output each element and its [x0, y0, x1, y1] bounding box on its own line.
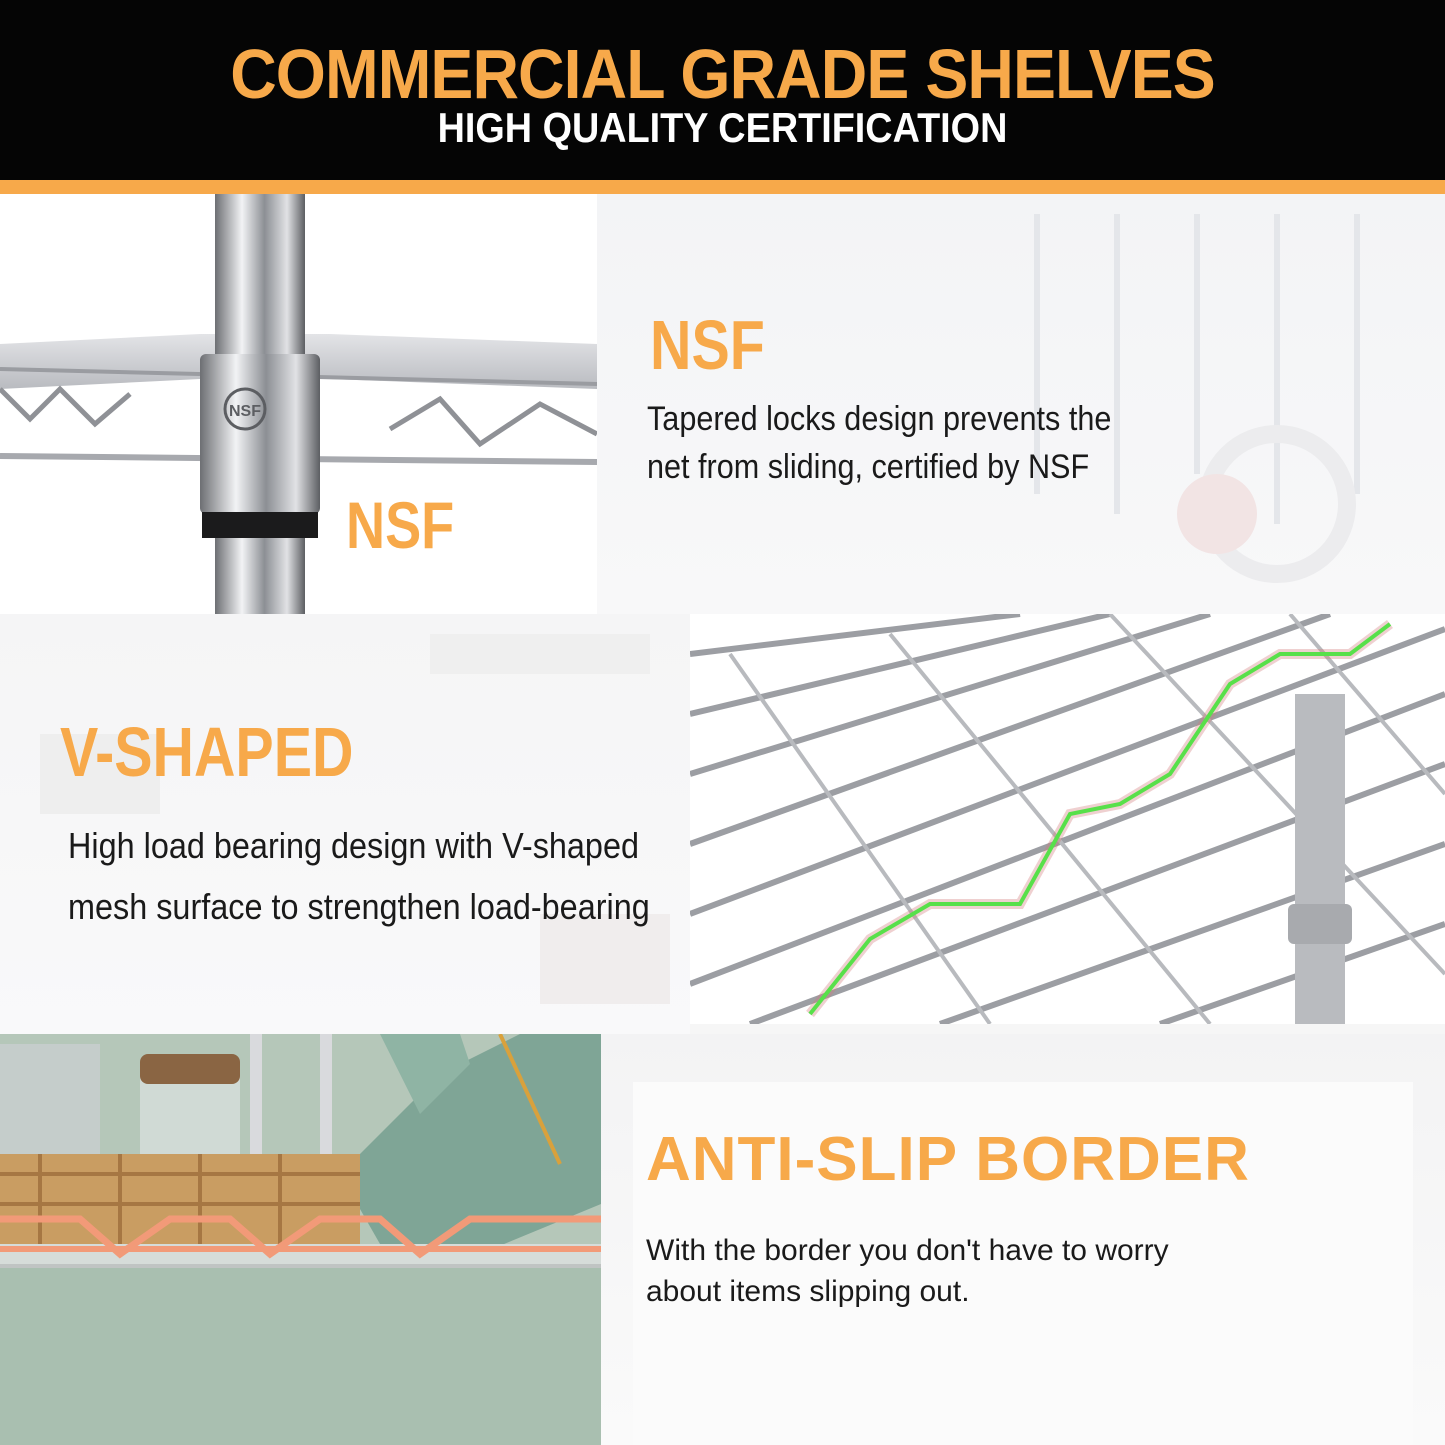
v-shaped-photo	[690, 614, 1445, 1024]
anti-slip-border-highlight	[0, 1215, 601, 1259]
nsf-description-line-2: net from sliding, certified by NSF	[647, 448, 1090, 486]
anti-slip-description-line-1: With the border you don't have to worry	[646, 1234, 1169, 1267]
page-title: COMMERCIAL GRADE SHELVES	[230, 35, 1215, 113]
anti-slip-description-line-2: about items slipping out.	[646, 1275, 970, 1308]
chrome-pole-illustration: NSF	[0, 194, 597, 614]
nsf-photo-label: NSF	[346, 488, 455, 562]
v-shaped-description-line-2: mesh surface to strengthen load-bearing	[68, 886, 650, 927]
wire-mesh-illustration	[690, 614, 1445, 1024]
anti-slip-photo	[0, 1034, 601, 1445]
anti-slip-heading: ANTI-SLIP BORDER	[646, 1125, 1250, 1194]
nsf-stamp: NSF	[229, 403, 261, 420]
nsf-heading: NSF	[650, 306, 765, 384]
v-shape-highlight	[808, 622, 1392, 1016]
nsf-background	[597, 194, 1445, 614]
v-shaped-background	[0, 614, 690, 1034]
header-banner	[0, 0, 1445, 180]
blurred-kitchen-backdrop	[40, 634, 670, 1004]
nsf-photo: NSF NSF	[0, 194, 597, 614]
page-subtitle: HIGH QUALITY CERTIFICATION	[437, 104, 1008, 151]
header-accent-bar	[0, 180, 1445, 194]
pegboard-tools-backdrop	[1034, 214, 1360, 583]
nsf-description-line-1: Tapered locks design prevents the	[647, 400, 1112, 438]
kitchen-shelf-illustration	[0, 1034, 601, 1268]
v-shaped-heading: V-SHAPED	[60, 713, 354, 791]
anti-slip-background	[601, 1034, 1445, 1445]
v-shaped-description-line-1: High load bearing design with V-shaped	[68, 825, 639, 866]
